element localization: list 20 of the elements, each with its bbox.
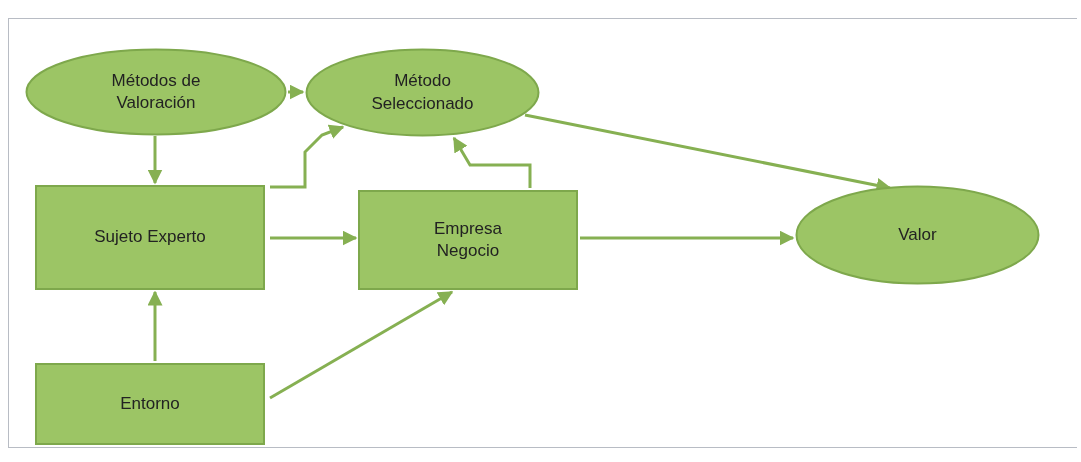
node-label: Sujeto Experto [93,226,207,249]
node-label: Empresa Negocio [433,217,503,262]
process-box [35,185,265,290]
arrow [147,290,163,361]
arrow [580,230,795,246]
ellipse-node [795,185,1040,285]
process-box [35,363,265,445]
node-label: Métodos de Valoración [110,69,202,114]
arrow [288,84,305,100]
arrow [452,136,532,188]
arrow [269,290,454,400]
arrow [270,230,358,246]
ellipse-node [25,48,287,136]
node-label: Valor [897,223,938,246]
node-label: Método Seleccionado [370,70,475,115]
ellipse-node [305,48,540,137]
process-box [358,190,578,290]
arrow [270,124,345,189]
node-label: Entorno [119,392,181,415]
arrow [147,136,163,185]
